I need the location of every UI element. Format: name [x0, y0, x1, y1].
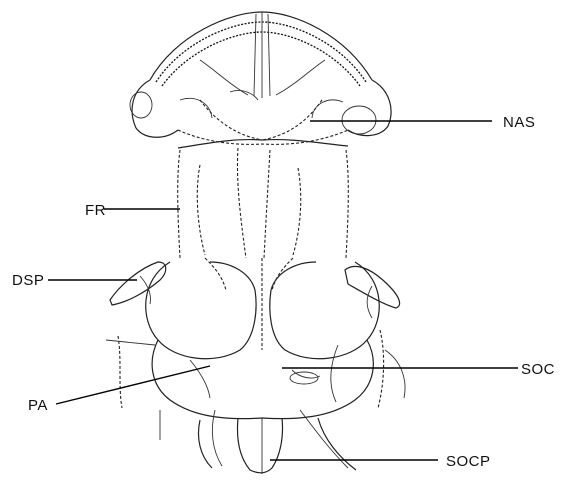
label-soc: SOC	[521, 362, 555, 377]
snout-tip	[150, 12, 372, 98]
leader-lines	[48, 121, 518, 460]
label-fr: FR	[85, 203, 106, 218]
pa-leader	[56, 366, 210, 404]
supraoccipital-process	[199, 410, 357, 474]
label-nas: NAS	[503, 115, 535, 130]
label-dsp: DSP	[12, 273, 44, 288]
snout-lateral-lobes	[130, 80, 391, 137]
nasal-region	[178, 90, 348, 144]
parietals	[146, 258, 380, 359]
frontals	[178, 148, 349, 258]
label-pa: PA	[28, 398, 48, 413]
label-socp: SOCP	[446, 454, 491, 469]
